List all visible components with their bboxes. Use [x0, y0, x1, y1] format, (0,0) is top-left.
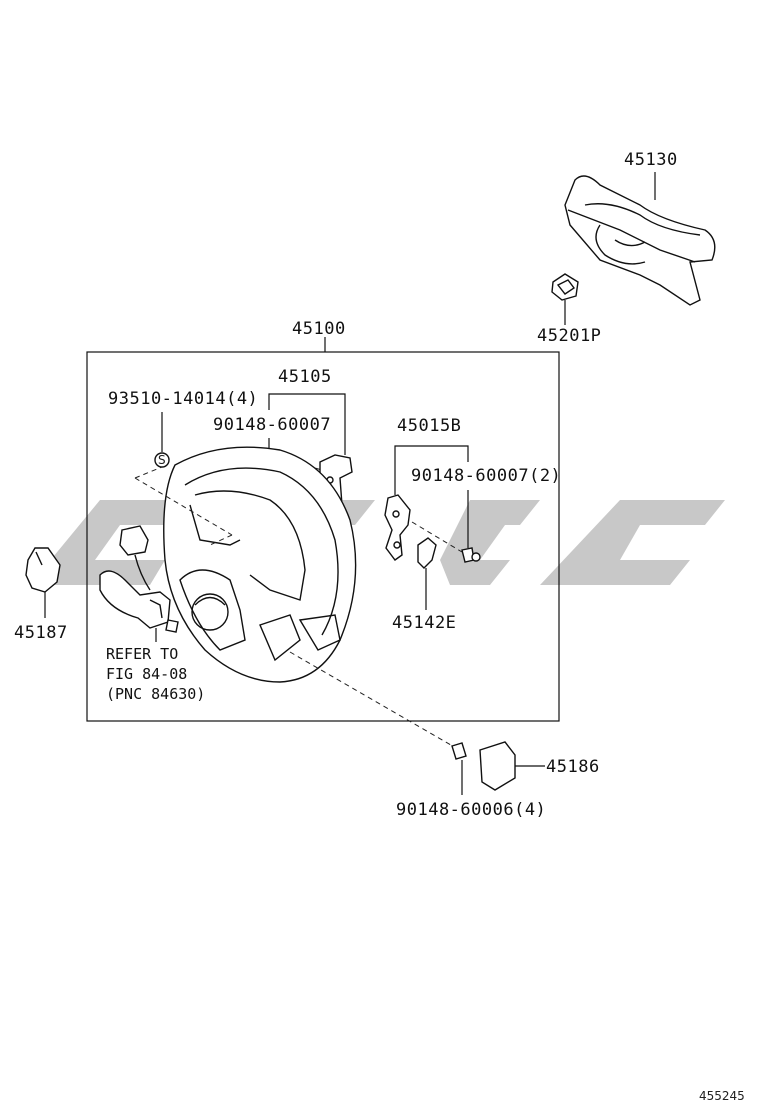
refer-line-1: REFER TO — [106, 645, 178, 663]
label-45187: 45187 — [14, 623, 68, 643]
label-45142E: 45142E — [392, 613, 456, 633]
cover-45142E — [417, 537, 437, 610]
cover-45186 — [479, 741, 545, 791]
horn-pad-45130 — [564, 172, 716, 306]
cover-45187 — [25, 547, 61, 618]
label-45186: 45186 — [546, 757, 600, 777]
refer-line-3: (PNC 84630) — [106, 685, 205, 703]
screw-90148-60006 — [451, 742, 467, 795]
label-90148-60007-2: 90148-60007(2) — [411, 466, 561, 486]
figure-number: 455245 — [699, 1089, 745, 1103]
label-93510-14014: 93510-14014(4) — [108, 389, 258, 409]
steering-wheel-45100 — [134, 446, 357, 683]
label-45130: 45130 — [624, 150, 678, 170]
label-45015B: 45015B — [397, 416, 461, 436]
label-45100: 45100 — [292, 319, 346, 339]
bracket-45015B — [384, 494, 411, 561]
plug-glyph: S — [158, 453, 166, 467]
label-90148-60006: 90148-60006(4) — [396, 800, 546, 820]
label-45201P: 45201P — [537, 326, 601, 346]
assembly-box-45100 — [86, 351, 560, 722]
label-90148-60007: 90148-60007 — [213, 415, 331, 435]
nut-45201P — [551, 273, 579, 325]
switch-assembly — [99, 525, 179, 642]
label-45105: 45105 — [278, 367, 332, 387]
screw-90148-60007-2 — [461, 547, 481, 563]
refer-line-2: FIG 84-08 — [106, 665, 187, 683]
